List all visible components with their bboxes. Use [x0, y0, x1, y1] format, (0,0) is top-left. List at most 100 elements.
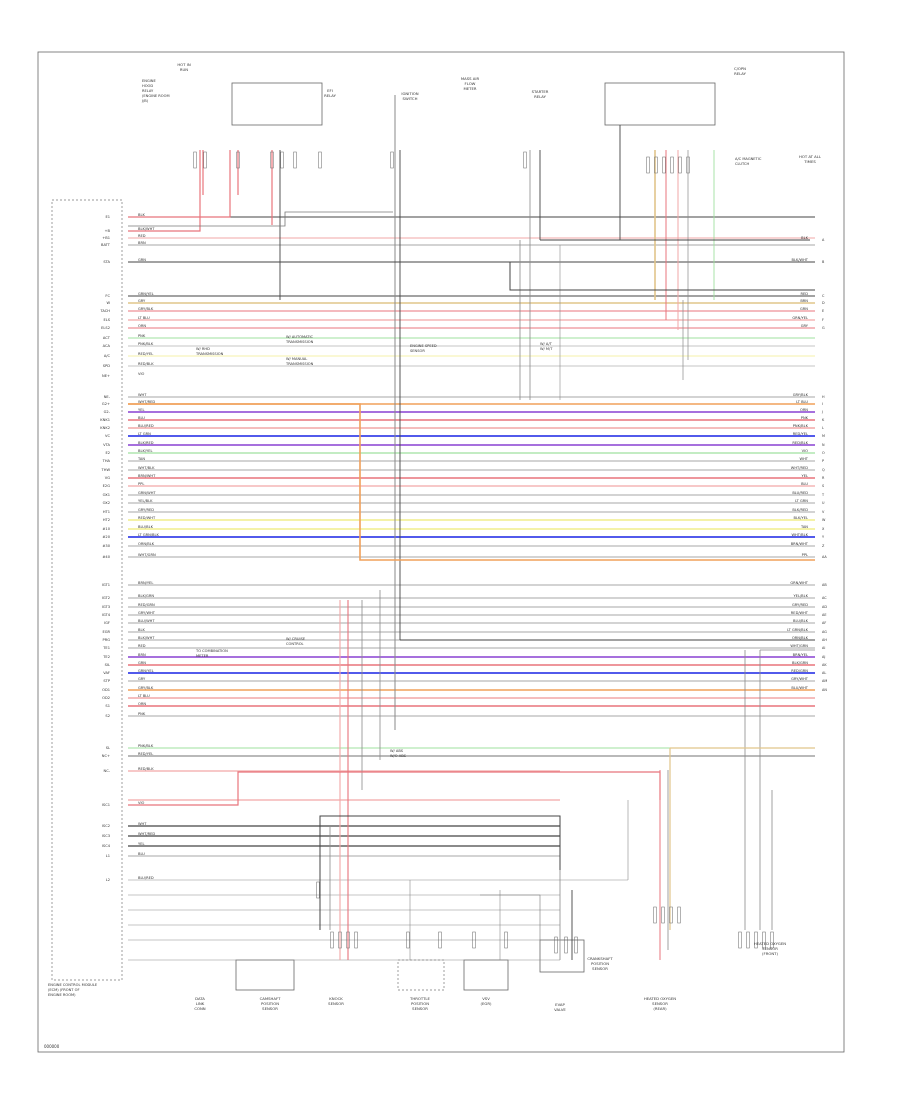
connector-id: X: [822, 527, 825, 531]
component-label-starter_relay: RELAY: [534, 94, 547, 99]
connector-id: Q: [822, 468, 825, 472]
right-connector-layer: ABLKBBLK/WHTCREDDBRNEGRNFGRN/YELGGRYHGRY…: [787, 236, 827, 692]
note-n6: TO COMBINATION: [195, 649, 228, 653]
ecm-pin-label: ISC2: [102, 824, 110, 828]
ecm-pin-label: S1: [105, 704, 110, 708]
connector-id: K: [822, 418, 825, 422]
component-label-throttle_sensor: SENSOR: [412, 1006, 428, 1011]
wire-color-label: BLK/RED: [138, 441, 154, 445]
connector-terminal: [390, 151, 394, 169]
ecm-pin-label: G2-: [104, 410, 111, 414]
wire-color-label: RED/BLK: [138, 767, 154, 771]
ecm-pin-label: ACT: [103, 336, 111, 340]
connector-id: AL: [822, 671, 826, 675]
connector-id: S: [822, 484, 824, 488]
ecm-pin-label: IGT1: [102, 583, 110, 587]
connector-id: I: [822, 402, 823, 406]
ecm-pin-label: STP: [103, 679, 110, 683]
connector-terminal: [504, 931, 508, 949]
wire-color-label: YEL/BLK: [138, 499, 153, 503]
connector-id: U: [822, 501, 825, 505]
wire-color-label: BLU: [138, 852, 145, 856]
connector-terminal: [653, 906, 657, 924]
wire-color-label: YEL: [802, 474, 808, 478]
ecm-pin-label: ISC4: [102, 844, 111, 848]
wire-color-label: GRY/RED: [138, 508, 154, 512]
connector-terminal: [338, 931, 342, 949]
wire-color-label: BLU: [801, 482, 808, 486]
wire-color-label: GRN/YEL: [138, 292, 154, 296]
wire-color-label: BLK/RED: [792, 508, 808, 512]
connector-id: AM: [822, 679, 827, 683]
top-left-line-3: RELAY: [142, 89, 154, 93]
ecm-pin-label: L2: [106, 878, 110, 882]
connector-id: T: [821, 493, 825, 497]
connector-terminal: [670, 156, 674, 174]
component-label-knock_sensor: KNOCK: [329, 996, 343, 1001]
ecm-pin-label: STA: [103, 260, 110, 264]
wire-color-label: RED: [138, 644, 146, 648]
component-label-fuse_panel: RUN: [180, 67, 188, 72]
ecm-pin-label: #20: [102, 535, 110, 539]
wire-color-label: ORN: [138, 702, 146, 706]
connector-terminal: [686, 156, 690, 174]
connector-terminal: [762, 931, 766, 949]
connector-id: J: [821, 410, 823, 414]
c-opn-relay-box: [604, 82, 716, 126]
connector-id: AF: [822, 621, 826, 625]
wire-color-label: BRN/WHT: [791, 542, 809, 546]
note-n1: TRANSMISSION: [195, 352, 224, 356]
wire-color-label: WHT/RED: [138, 832, 155, 836]
wire-color-label: WHT/RED: [791, 466, 808, 470]
wire-color-label: WHT: [138, 822, 147, 826]
ecm-pin-label: E2: [105, 451, 110, 455]
connector-id: O: [822, 451, 825, 455]
ecm-pin-label: SPD: [103, 364, 110, 368]
ecm-pin-label: ELS2: [101, 326, 110, 330]
connector-id: G: [822, 326, 825, 330]
component-label-data_link: CONN: [194, 1006, 205, 1011]
ecm-pin-label: TE2: [102, 655, 110, 659]
ecm-pin-label: TE1: [102, 646, 110, 650]
ecm-pin-label: OD1: [102, 688, 110, 692]
connector-id: AN: [822, 688, 827, 692]
note-n4: ENGINE SPEED: [410, 344, 437, 348]
connector-id: V: [822, 510, 825, 514]
connector-terminal: [574, 936, 578, 954]
note-n1: W/ RHD: [196, 347, 210, 351]
wire-color-label: YEL: [138, 842, 144, 846]
wire-color-label: WHT: [800, 457, 809, 461]
ecm-pin-label: A/C: [104, 354, 111, 358]
note-n3: TRANSMISSION: [285, 362, 314, 366]
wire-color-label: BLK/YEL: [793, 516, 808, 520]
throttle-sensor-box: [397, 959, 445, 991]
note-n5: W/ A/T: [540, 342, 553, 346]
connector-terminal: [293, 151, 297, 169]
ecm-pin-label: VC: [105, 434, 110, 438]
wire-color-label: LT GRN: [138, 432, 151, 436]
ecm-pin-label: NC+: [102, 754, 110, 758]
connector-terminal: [193, 151, 197, 169]
wire-color-label: LT BLU: [796, 400, 808, 404]
ecm-pin-label: ACA: [103, 344, 111, 348]
note-n4: SENSOR: [410, 349, 425, 353]
wire-color-label: BLU/BLK: [138, 525, 154, 529]
wire-color-label: BLK/GRN: [792, 661, 808, 665]
connector-id: AK: [822, 663, 827, 667]
wire-color-label: BRN: [138, 241, 146, 245]
connector-terminal: [203, 151, 207, 169]
wire-color-label: GRY/BLK: [793, 393, 809, 397]
note-n9: CLUTCH: [735, 162, 749, 166]
routed-wire: [128, 815, 561, 870]
note-n7: W/ CRUISE: [286, 637, 306, 641]
wire-color-label: LT BLU: [138, 694, 150, 698]
wire-color-label: RED: [138, 234, 146, 238]
wire-color-label: PNK/BLK: [793, 424, 809, 428]
connector-id: AJ: [822, 655, 825, 659]
ecm-pin-label: ELS: [103, 318, 110, 322]
wire-color-label: VIO: [138, 372, 145, 376]
routed-wire: [128, 150, 201, 232]
wire-color-label: WHT/BLK: [138, 466, 155, 470]
connector-terminal: [746, 931, 750, 949]
efi-relay-box: [231, 82, 323, 126]
